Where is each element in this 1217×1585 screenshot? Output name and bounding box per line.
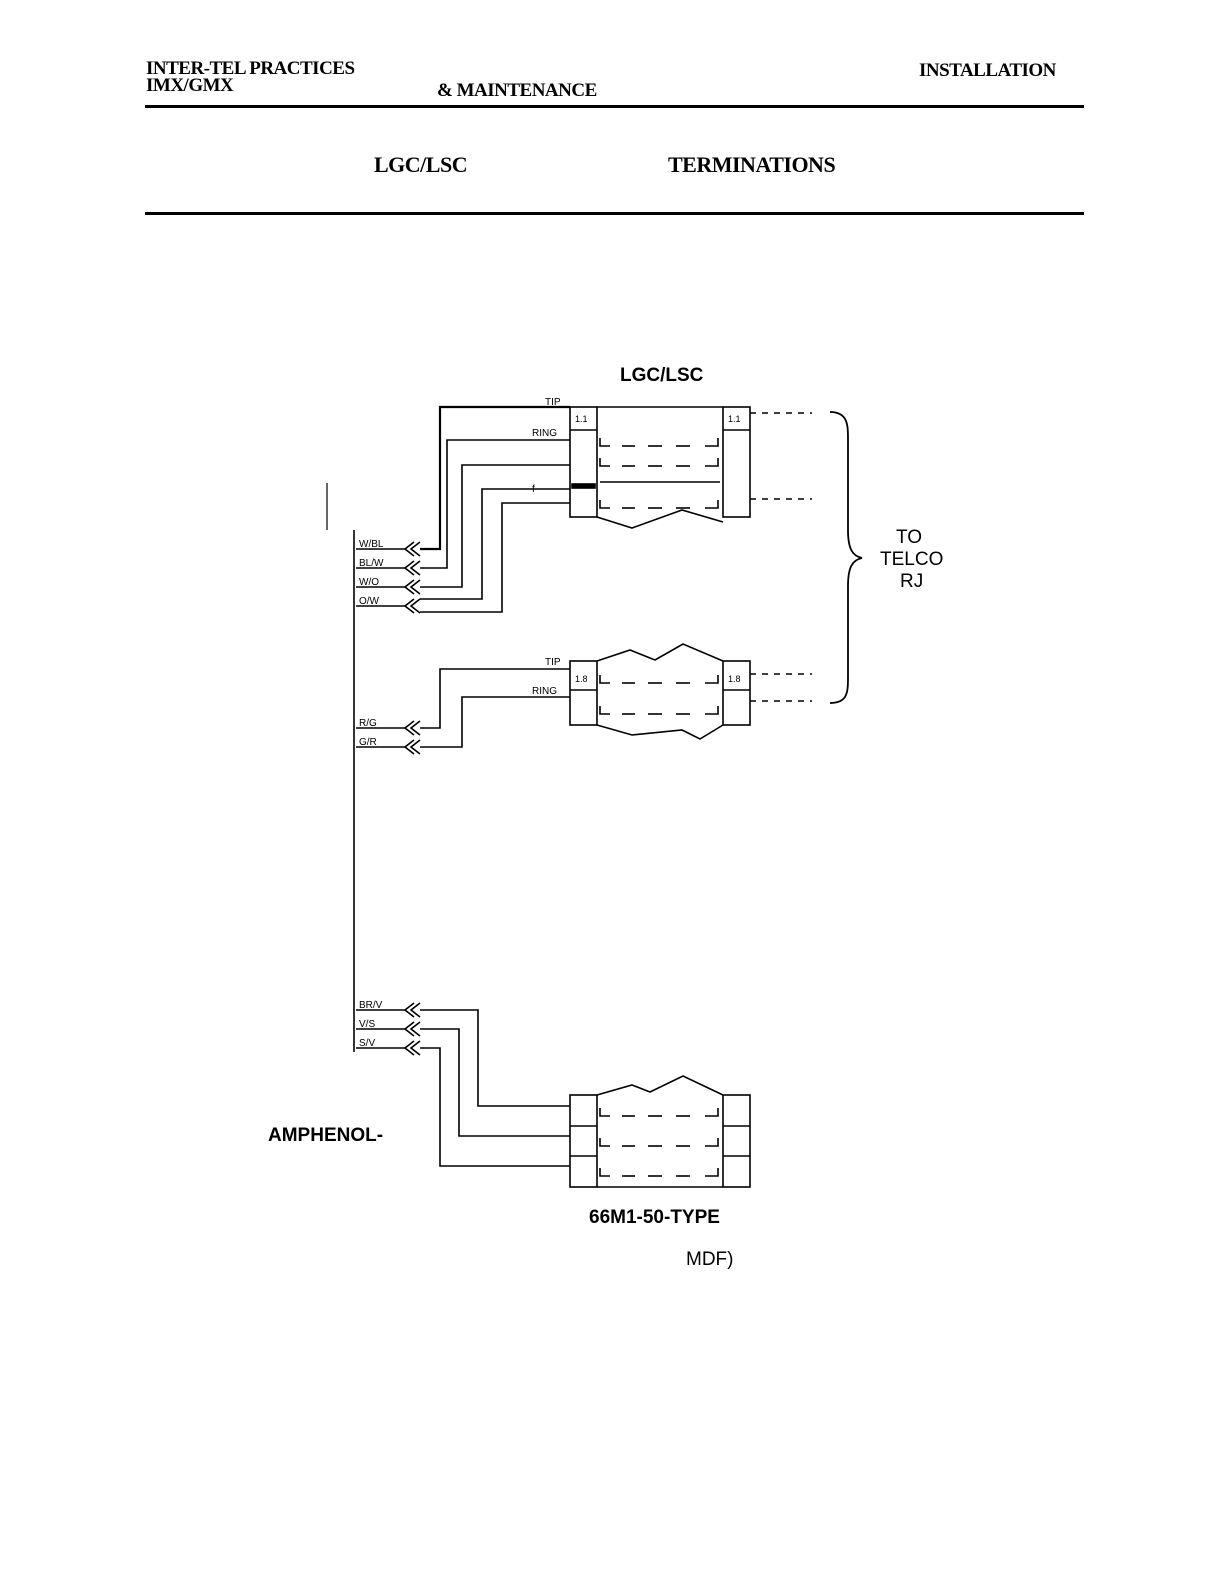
wire-label: BL/W bbox=[359, 558, 384, 569]
tip-label: TIP bbox=[545, 657, 561, 668]
ring-label: RING bbox=[532, 428, 557, 439]
block-bottom bbox=[570, 1076, 750, 1187]
ring-label: RING bbox=[532, 686, 557, 697]
mdf-label: MDF) bbox=[686, 1249, 733, 1270]
amphenol-label: AMPHENOL- bbox=[268, 1125, 383, 1146]
wire-label: W/BL bbox=[359, 539, 384, 550]
tip-label: TIP bbox=[545, 397, 561, 408]
telco-brace bbox=[830, 412, 862, 703]
block-type-label: 66M1-50-TYPE bbox=[589, 1207, 720, 1228]
lgc-block-label: LGC/LSC bbox=[620, 365, 704, 386]
telco-label-telco: TELCO bbox=[880, 549, 943, 570]
wire-label: R/G bbox=[359, 718, 377, 729]
wires-group2 bbox=[420, 669, 570, 747]
position-label: 1.1 bbox=[575, 414, 588, 424]
wire-label: W/O bbox=[359, 577, 379, 588]
block-middle bbox=[570, 644, 750, 739]
position-label: 1.1 bbox=[728, 414, 741, 424]
wires-group3 bbox=[420, 1010, 570, 1166]
wire-label: V/S bbox=[359, 1019, 375, 1030]
stray-mark: f bbox=[532, 484, 535, 495]
wire-label: S/V bbox=[359, 1038, 375, 1049]
position-label: 1.8 bbox=[728, 674, 741, 684]
position-label: 1.8 bbox=[575, 674, 588, 684]
wire-label: G/R bbox=[359, 737, 377, 748]
wire-label: O/W bbox=[359, 596, 380, 607]
wire-label: BR/V bbox=[359, 1000, 383, 1011]
telco-label-rj: RJ bbox=[900, 571, 923, 592]
telco-label-to: TO bbox=[896, 527, 922, 548]
block-top bbox=[570, 407, 750, 528]
